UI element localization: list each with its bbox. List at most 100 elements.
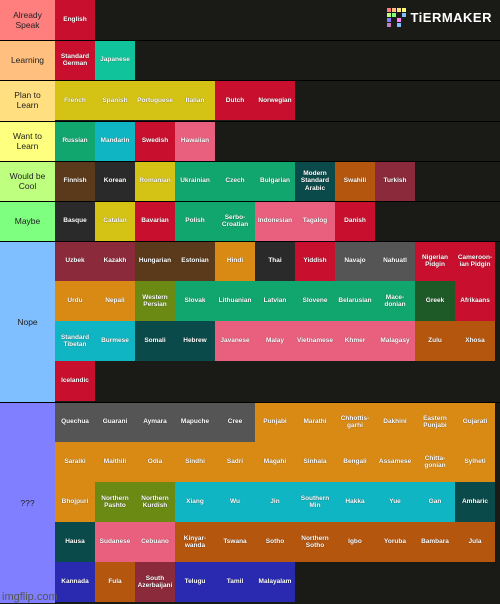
tier-item[interactable]: Swahili <box>335 160 375 201</box>
tier-item[interactable]: Xhosa <box>455 321 495 362</box>
tier-item[interactable]: Portuguese <box>135 80 175 121</box>
tier-item[interactable]: Igbo <box>335 522 375 562</box>
tier-item[interactable]: Sudanese <box>95 522 135 562</box>
tier-item[interactable]: Sadri <box>215 442 255 482</box>
tier-item[interactable]: Mace-donian <box>375 281 415 322</box>
tier-item[interactable]: Yue <box>375 482 415 522</box>
tier-item[interactable]: Sindhi <box>175 442 215 482</box>
tier-item[interactable]: Standard Tibetan <box>55 321 95 362</box>
tier-item[interactable]: Tamil <box>215 562 255 602</box>
tier-label[interactable]: Maybe <box>0 201 55 242</box>
tier-item[interactable]: Hindi <box>215 241 255 282</box>
tier-item[interactable]: Czech <box>215 160 255 201</box>
tier-label[interactable]: Already Speak <box>0 0 55 41</box>
tier-item[interactable]: Saraiki <box>55 442 95 482</box>
tier-item[interactable]: Ukrainian <box>175 160 215 201</box>
tier-item[interactable]: Nahuatl <box>375 241 415 282</box>
tier-label[interactable]: Would be Cool <box>0 160 55 201</box>
tier-item[interactable]: Bengali <box>335 442 375 482</box>
tier-item[interactable]: Maithili <box>95 442 135 482</box>
tier-item[interactable]: Slovak <box>175 281 215 322</box>
tier-item[interactable]: Romanian <box>135 160 175 201</box>
tier-item[interactable]: Telugu <box>175 562 215 602</box>
tier-item[interactable]: Finnish <box>55 160 95 201</box>
tier-item[interactable]: Chhottis-garhi <box>335 402 375 442</box>
tier-item[interactable]: Bhojpuri <box>55 482 95 522</box>
tier-item[interactable]: Chitta-gonian <box>415 442 455 482</box>
tier-item[interactable]: Bambara <box>415 522 455 562</box>
tier-item[interactable]: Dakhini <box>375 402 415 442</box>
tier-item[interactable]: Urdu <box>55 281 95 322</box>
tier-item[interactable]: Mapuche <box>175 402 215 442</box>
tier-item[interactable]: Swedish <box>135 120 175 161</box>
tier-item[interactable]: Odia <box>135 442 175 482</box>
tier-item[interactable]: Nepali <box>95 281 135 322</box>
tier-item[interactable]: Southern Min <box>295 482 335 522</box>
tier-item[interactable]: Hakka <box>335 482 375 522</box>
tier-item[interactable]: South Azerbaijani <box>135 562 175 602</box>
tier-label[interactable]: Nope <box>0 241 55 402</box>
tier-item[interactable]: Mandarin <box>95 120 135 161</box>
tier-item[interactable]: Turkish <box>375 160 415 201</box>
tier-item[interactable]: Belarusian <box>335 281 375 322</box>
tier-item[interactable]: Norwegian <box>255 80 295 121</box>
tier-item[interactable]: Basque <box>55 201 95 241</box>
tier-item[interactable]: Zulu <box>415 321 455 362</box>
tier-item[interactable]: Amharic <box>455 482 495 522</box>
tier-item[interactable]: Yiddish <box>295 241 335 282</box>
tier-item[interactable]: Hungarian <box>135 241 175 282</box>
tier-item[interactable]: Khmer <box>335 321 375 362</box>
tier-item[interactable]: Gujarati <box>455 402 495 442</box>
tier-item[interactable]: Jin <box>255 482 295 522</box>
tier-item[interactable]: Burmese <box>95 321 135 362</box>
tier-item[interactable]: Malayalam <box>255 562 295 602</box>
tier-item[interactable]: Yoruba <box>375 522 415 562</box>
tier-item[interactable]: Malay <box>255 321 295 362</box>
tier-item[interactable]: Tagalog <box>295 201 335 241</box>
tier-label[interactable]: Plan to Learn <box>0 80 55 121</box>
tier-item[interactable]: Latvian <box>255 281 295 322</box>
tier-item[interactable]: Cameroon-ian Pidgin <box>455 241 495 282</box>
tier-item[interactable]: Russian <box>55 120 95 161</box>
tier-item[interactable]: Thai <box>255 241 295 282</box>
tier-item[interactable]: Hawaiian <box>175 120 215 161</box>
tier-item[interactable]: Catalan <box>95 201 135 241</box>
tier-label[interactable]: Learning <box>0 40 55 81</box>
tier-item[interactable]: Estonian <box>175 241 215 282</box>
tier-label[interactable]: Want to Learn <box>0 120 55 161</box>
tier-item[interactable]: Wu <box>215 482 255 522</box>
tier-item[interactable]: Hausa <box>55 522 95 562</box>
tier-item[interactable]: Magahi <box>255 442 295 482</box>
tier-item[interactable]: Aymara <box>135 402 175 442</box>
tier-item[interactable]: Sotho <box>255 522 295 562</box>
tier-item[interactable]: English <box>55 0 95 40</box>
tier-item[interactable]: Navajo <box>335 241 375 282</box>
tier-item[interactable]: Quechua <box>55 402 95 442</box>
tier-item[interactable]: Standard German <box>55 40 95 81</box>
tier-item[interactable]: Greek <box>415 281 455 322</box>
tier-item[interactable]: Javanese <box>215 321 255 362</box>
tier-item[interactable]: Hebrew <box>175 321 215 362</box>
tier-item[interactable]: Icelandic <box>55 361 95 402</box>
tier-item[interactable]: Vietnamese <box>295 321 335 362</box>
tier-item[interactable]: Fula <box>95 562 135 602</box>
tier-item[interactable]: Japanese <box>95 40 135 81</box>
tier-item[interactable]: Eastern Punjabi <box>415 402 455 442</box>
tier-item[interactable]: Kazakh <box>95 241 135 282</box>
tier-item[interactable]: Cree <box>215 402 255 442</box>
tier-item[interactable]: Malagasy <box>375 321 415 362</box>
tier-item[interactable]: Cebuano <box>135 522 175 562</box>
tier-item[interactable]: Somali <box>135 321 175 362</box>
tier-item[interactable]: Xiang <box>175 482 215 522</box>
tier-item[interactable]: Bulgarian <box>255 160 295 201</box>
tier-item[interactable]: Dutch <box>215 80 255 121</box>
tier-item[interactable]: French <box>55 80 95 121</box>
tier-item[interactable]: Spanish <box>95 80 135 121</box>
tier-label[interactable]: ??? <box>0 402 55 603</box>
tier-item[interactable]: Western Persian <box>135 281 175 322</box>
tier-item[interactable]: Indonesian <box>255 201 295 241</box>
tier-item[interactable]: Assamese <box>375 442 415 482</box>
tier-item[interactable]: Serbo-Croatian <box>215 201 255 241</box>
tier-item[interactable]: Sylheti <box>455 442 495 482</box>
tier-item[interactable]: Tswana <box>215 522 255 562</box>
